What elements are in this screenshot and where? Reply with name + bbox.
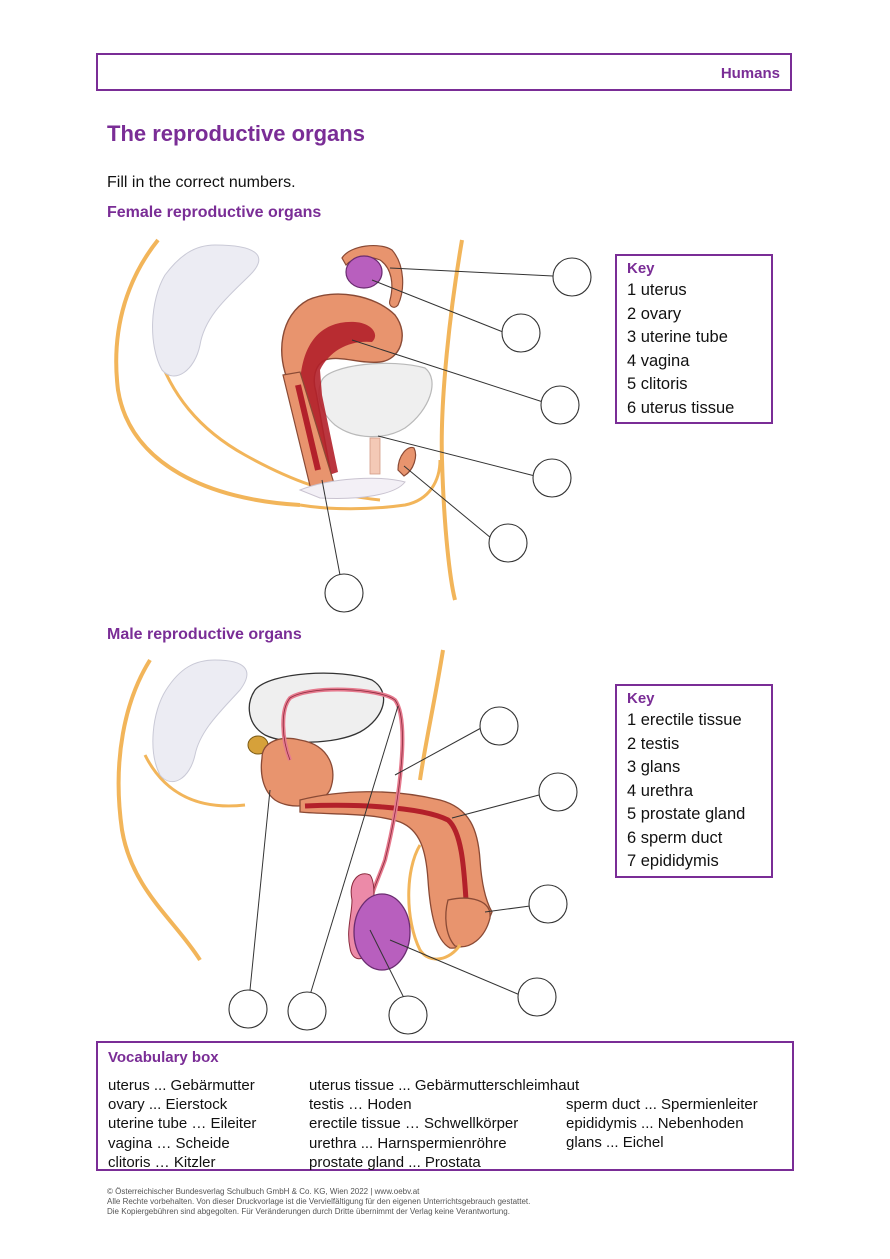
female-key-item: 5 clitoris — [627, 375, 688, 393]
male-key-item: 4 urethra — [627, 781, 694, 800]
female-key-item: 3 uterine tube — [627, 328, 728, 346]
vocab-entry: uterine tube … Eileiter — [108, 1115, 257, 1133]
footer-line: Die Kopiergebühren sind abgegolten. Für … — [107, 1207, 510, 1216]
glans-shape — [445, 897, 491, 948]
vocab-entry: glans ... Eichel — [566, 1134, 664, 1152]
male-key-item: 5 prostate gland — [627, 805, 746, 823]
female-key-box: Key 1 uterus 2 ovary 3 uterine tube 4 va… — [615, 254, 773, 424]
vocabulary-box: Vocabulary box uterus ... Gebärmutter ov… — [96, 1041, 794, 1171]
female-diagram — [114, 238, 592, 613]
vocab-entry: uterus tissue ... Gebärmutterschleimhaut — [309, 1077, 580, 1094]
testis-shape — [353, 893, 411, 971]
header-bar: Humans — [96, 53, 792, 91]
female-key-item: 2 ovary — [627, 304, 682, 323]
answer-circle-m6 — [287, 991, 327, 1031]
female-heading: Female reproductive organs — [107, 204, 322, 221]
male-heading: Male reproductive organs — [107, 626, 302, 643]
bowel-shape — [152, 244, 260, 377]
clitoris-shape — [397, 446, 417, 477]
vocab-entry: clitoris … Kitzler — [108, 1153, 216, 1171]
vocabulary-column-2: uterus tissue ... Gebärmutterschleimhaut… — [309, 1076, 579, 1172]
answer-circle-m5 — [228, 989, 268, 1029]
instruction-text: Fill in the correct numbers. — [107, 174, 296, 191]
answer-circle-m4 — [517, 977, 557, 1017]
page-title: The reproductive organs — [107, 121, 365, 146]
answer-circle-m7 — [388, 995, 428, 1035]
answer-circle-m1 — [479, 706, 519, 746]
answer-circle-f6 — [324, 573, 364, 613]
footer-line: Alle Rechte vorbehalten. Von dieser Druc… — [107, 1197, 531, 1206]
male-key-box: Key 1 erectile tissue 2 testis 3 glans 4… — [615, 684, 773, 878]
male-key-item: 2 testis — [627, 734, 680, 753]
answer-circle-f4 — [532, 458, 572, 498]
male-diagram — [116, 649, 578, 1035]
answer-circle-f2 — [501, 313, 541, 353]
bladder-shape — [318, 362, 433, 438]
vocab-entry: prostate gland ... Prostata — [309, 1153, 481, 1171]
vocab-entry: epididymis ... Nebenhoden — [566, 1115, 744, 1133]
vocabulary-title: Vocabulary box — [108, 1049, 219, 1066]
male-key-title: Key — [627, 690, 655, 707]
vocab-entry: ovary ... Eierstock — [108, 1096, 228, 1114]
answer-circle-m2 — [538, 772, 578, 812]
vocab-entry: sperm duct ... Spermienleiter — [566, 1096, 758, 1113]
copyright-footer: © Österreichischer Bundesverlag Schulbuc… — [107, 1187, 530, 1217]
vocab-entry: vagina … Scheide — [108, 1134, 230, 1152]
vocab-entry: erectile tissue … Schwellkörper — [309, 1115, 519, 1133]
male-key-item: 7 epididymis — [627, 852, 719, 870]
female-key-title: Key — [627, 260, 655, 277]
vocab-entry: uterus ... Gebärmutter — [108, 1077, 255, 1094]
male-key-item: 1 erectile tissue — [627, 711, 742, 729]
male-key-item: 3 glans — [627, 758, 681, 776]
vocabulary-column-1: uterus ... Gebärmutter ovary ... Eiersto… — [108, 1076, 256, 1172]
answer-circle-m3 — [528, 884, 568, 924]
vocab-entry: urethra ... Harnspermienröhre — [309, 1134, 507, 1152]
vocabulary-column-3: sperm duct ... Spermienleiter epididymis… — [566, 1095, 758, 1153]
answer-circle-f5 — [488, 523, 528, 563]
female-key-item: 4 vagina — [627, 351, 690, 370]
female-key-item: 1 uterus — [627, 281, 687, 299]
answer-circle-f3 — [540, 385, 580, 425]
male-key-item: 6 sperm duct — [627, 828, 723, 847]
vocab-entry: testis … Hoden — [309, 1096, 412, 1114]
footer-line: © Österreichischer Bundesverlag Schulbuc… — [107, 1187, 420, 1196]
female-key-item: 6 uterus tissue — [627, 398, 735, 417]
header-label: Humans — [720, 65, 780, 82]
answer-circle-f1 — [552, 257, 592, 297]
ovary-shape — [345, 255, 383, 289]
